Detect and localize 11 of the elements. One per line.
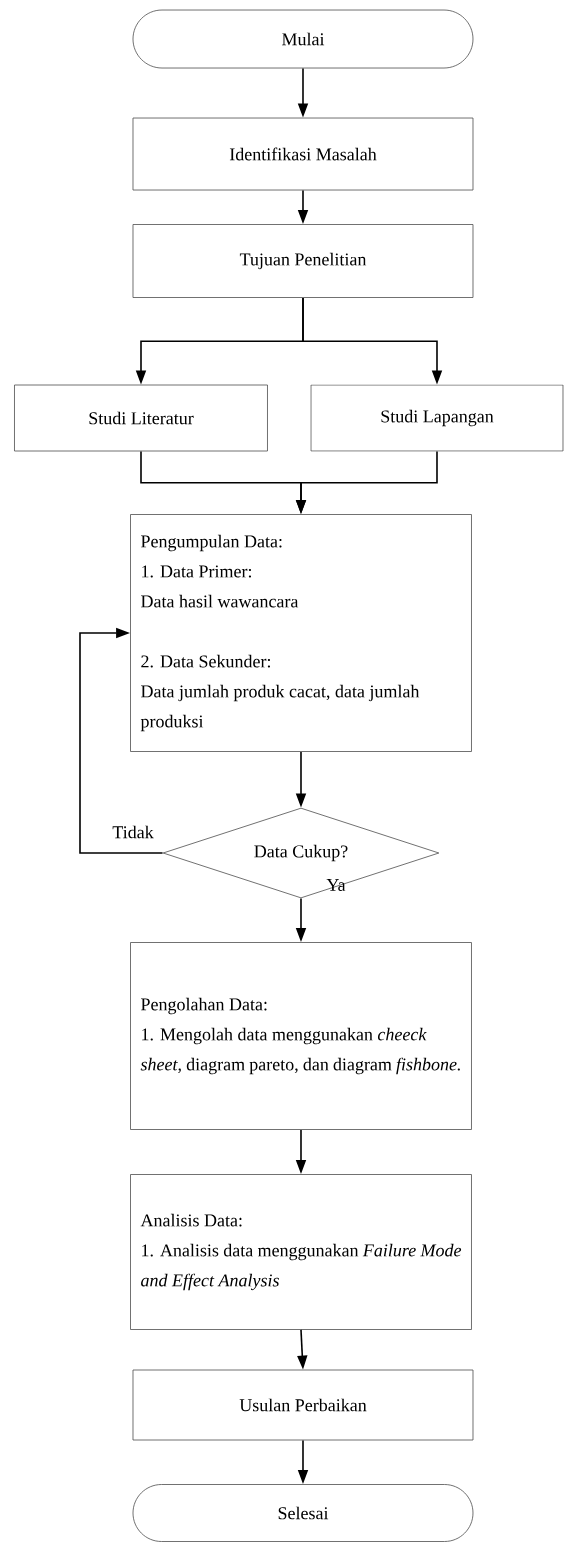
process-box: Usulan Perbaikan [132, 1369, 474, 1441]
process-box: Pengolahan Data: 1. Mengolah data menggunakan cheeck sheet, diagram pareto, dan diagram fishbone. [130, 942, 472, 1130]
edge-label: Ya [326, 879, 346, 891]
process-box: Pengumpulan Data: 1. Data Primer: Data hasil wawancara 2. Data Sekunder: Data jumlah produk cacat, data jumlah produksi [130, 514, 472, 752]
arrow [79, 627, 164, 854]
process-box: Studi Lapangan [310, 384, 564, 452]
edge-label: Tidak [112, 825, 154, 839]
process-box: Studi Literatur [14, 384, 268, 452]
process-box: Analisis Data: 1. Analisis data menggunakan Failure Mode and Effect Analysis [130, 1174, 472, 1330]
process-box: Identifikasi Masalah [132, 117, 474, 191]
process-box: Tujuan Penelitian [132, 224, 474, 298]
